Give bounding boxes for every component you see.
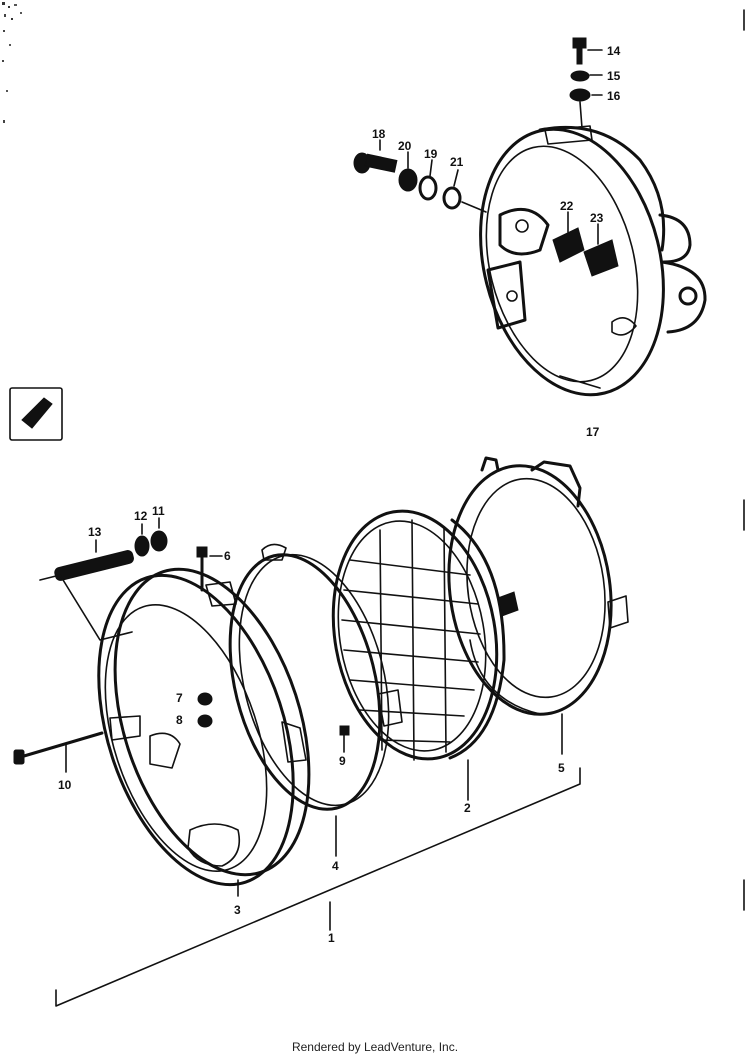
rim-assembly xyxy=(97,567,311,887)
side-fasteners xyxy=(353,139,599,245)
callout-13: 13 xyxy=(88,525,102,539)
adjust-stud xyxy=(39,517,168,641)
callout-21: 21 xyxy=(450,155,464,169)
callout-15: 15 xyxy=(607,69,621,83)
long-bolt xyxy=(13,731,104,773)
footer-credit: Rendered by LeadVenture, Inc. xyxy=(291,1040,459,1054)
small-screws xyxy=(196,546,223,728)
callout-20: 20 xyxy=(398,139,412,153)
callout-18: 18 xyxy=(372,127,386,141)
headlight-housing xyxy=(479,125,707,397)
sealed-beam-unit xyxy=(331,509,506,801)
top-fasteners xyxy=(569,37,603,129)
callout-23: 23 xyxy=(590,211,604,225)
callout-9: 9 xyxy=(339,754,346,768)
callout-17: 17 xyxy=(586,425,600,439)
callout-19: 19 xyxy=(424,147,438,161)
assembly-bracket xyxy=(55,767,581,1007)
rear-case xyxy=(447,456,629,755)
front-direction-icon xyxy=(9,387,63,441)
callout-22: 22 xyxy=(560,199,574,213)
scan-noise xyxy=(2,2,22,123)
callout-10: 10 xyxy=(58,778,72,792)
part-callouts: 1 2 3 4 5 6 7 8 9 10 11 12 13 14 15 16 1… xyxy=(58,44,621,945)
callout-5: 5 xyxy=(558,761,565,775)
callout-2: 2 xyxy=(464,801,471,815)
callout-12: 12 xyxy=(134,509,148,523)
callout-14: 14 xyxy=(607,44,621,58)
callout-11: 11 xyxy=(152,504,165,518)
callout-4: 4 xyxy=(332,859,339,873)
callout-16: 16 xyxy=(607,89,621,103)
callout-1: 1 xyxy=(328,931,335,945)
callout-8: 8 xyxy=(176,713,183,727)
callout-7: 7 xyxy=(176,691,183,705)
mounting-ring xyxy=(228,543,403,857)
callout-3: 3 xyxy=(234,903,241,917)
callout-6: 6 xyxy=(224,549,231,563)
